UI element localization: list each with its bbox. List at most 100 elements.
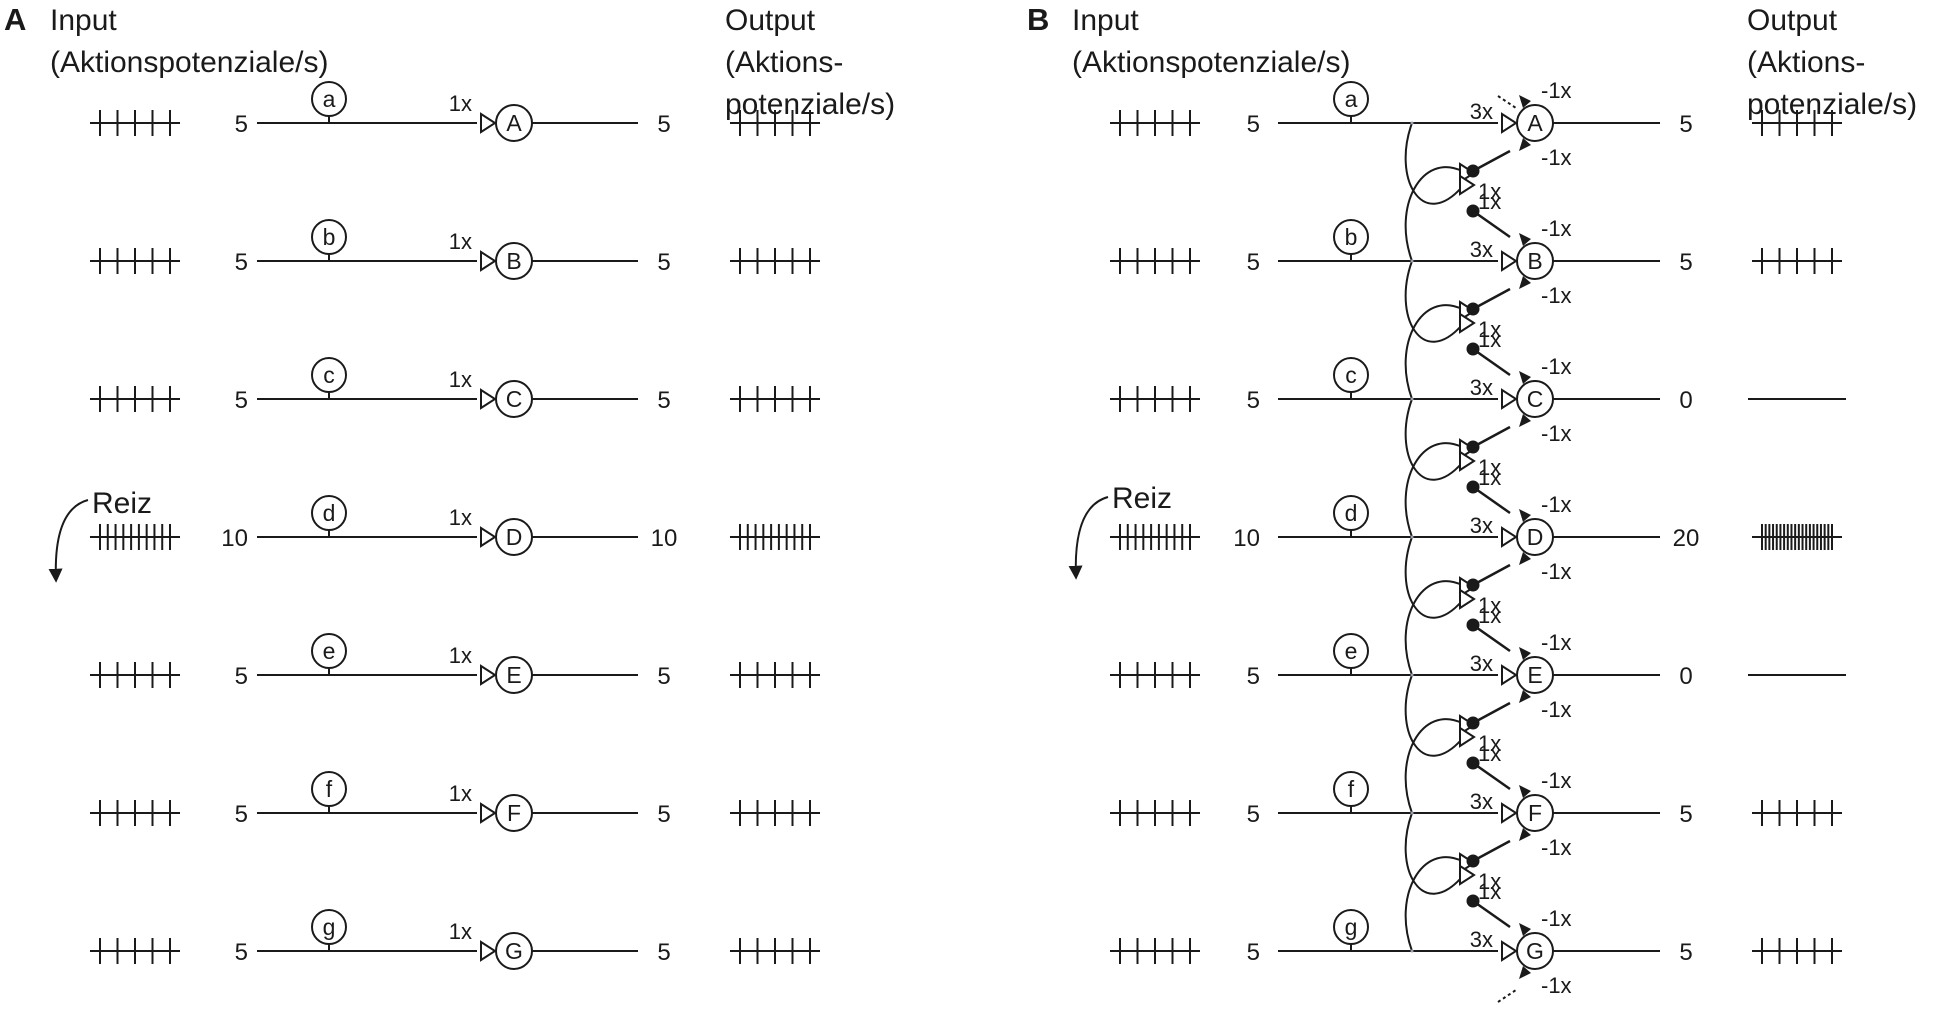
input-neuron-circle xyxy=(311,219,347,255)
lateral-weight-label: 1x xyxy=(1478,731,1501,756)
collateral-branch-point xyxy=(1410,397,1414,401)
output-neuron-label: C xyxy=(506,386,523,412)
input-rate-label: 5 xyxy=(235,387,248,414)
inhibitory-projection xyxy=(1472,287,1511,311)
inhibitory-synapse-top xyxy=(1519,95,1531,108)
excitatory-synapse xyxy=(1501,112,1518,134)
panel-a-output-subtitle-1: (Aktions- xyxy=(725,46,843,79)
collateral-arc-up xyxy=(1404,304,1463,400)
interneuron-excitatory-synapse xyxy=(1459,726,1476,748)
inhibitory-synapse-bottom xyxy=(1519,414,1531,427)
inhibitory-projection xyxy=(1472,425,1511,449)
input-neuron-label: f xyxy=(1348,776,1355,802)
input-neuron-circle xyxy=(1333,495,1369,531)
input-rate-label: 5 xyxy=(1247,249,1260,276)
output-neuron-label: F xyxy=(1528,800,1542,826)
output-rate-label: 5 xyxy=(657,111,670,138)
output-neuron-label: C xyxy=(1527,386,1544,412)
input-rate-label: 5 xyxy=(235,801,248,828)
inhibitory-weight-label-top: -1x xyxy=(1541,354,1572,379)
panel-a: A Input (Aktionspotenziale/s) Output (Ak… xyxy=(4,2,895,970)
output-spike-train xyxy=(1752,524,1842,550)
input-neuron-label: b xyxy=(323,224,336,250)
input-neuron-circle xyxy=(311,81,347,117)
inhibitory-projection xyxy=(1472,701,1511,725)
inhibitory-weight-label-top: -1x xyxy=(1541,216,1572,241)
excitatory-synapse xyxy=(480,940,497,962)
output-neuron-label: D xyxy=(506,524,523,550)
panel-b-stimulus-label: Reiz xyxy=(1112,482,1172,515)
output-neuron-label: D xyxy=(1527,524,1544,550)
input-neuron-label: e xyxy=(1345,638,1358,664)
excitatory-synapse xyxy=(1501,940,1518,962)
excitatory-synapse xyxy=(480,112,497,134)
inhibitory-synapse-bottom xyxy=(1519,690,1531,703)
input-neuron-label: a xyxy=(323,86,336,112)
input-spike-train xyxy=(90,662,180,688)
synapse-weight-label: 1x xyxy=(449,919,472,944)
input-neuron-circle xyxy=(311,633,347,669)
panel-b-stimulus-arrow xyxy=(1068,496,1109,580)
output-spike-train xyxy=(730,524,820,550)
collateral-branch-point xyxy=(1410,535,1414,539)
inhibitory-synapse-bottom xyxy=(1519,276,1531,289)
collateral-arc-up xyxy=(1404,166,1463,262)
input-neuron-label: g xyxy=(323,914,336,940)
input-spike-train xyxy=(90,248,180,274)
input-neuron-circle xyxy=(311,771,347,807)
panel-a-output-title: Output xyxy=(725,4,816,37)
collateral-arc-down xyxy=(1404,812,1463,895)
interneuron-excitatory-synapse xyxy=(1459,174,1476,196)
input-rate-label: 5 xyxy=(235,111,248,138)
interneuron-excitatory-synapse xyxy=(1459,864,1476,886)
input-spike-train xyxy=(1110,938,1200,964)
inhibitory-synapse-top xyxy=(1519,647,1531,660)
input-neuron-label: f xyxy=(326,776,333,802)
input-neuron-label: c xyxy=(1345,362,1357,388)
input-rate-label: 10 xyxy=(221,525,248,552)
output-spike-train xyxy=(730,110,820,136)
edge-dashed-connection-bottom xyxy=(1497,989,1517,1003)
input-neuron-circle xyxy=(1333,909,1369,945)
lateral-weight-label: 1x xyxy=(1478,317,1501,342)
input-neuron-label: c xyxy=(323,362,335,388)
collateral-arc-down xyxy=(1404,398,1463,481)
excitatory-synapse xyxy=(480,250,497,272)
collateral-arc-up xyxy=(1404,718,1463,814)
output-neuron-label: B xyxy=(506,248,521,274)
input-rate-label: 5 xyxy=(1247,939,1260,966)
input-rate-label: 5 xyxy=(235,663,248,690)
inhibitory-projection xyxy=(1472,209,1511,239)
synapse-weight-label: 3x xyxy=(1470,927,1493,952)
output-rate-label: 5 xyxy=(657,663,670,690)
input-neuron-circle xyxy=(311,357,347,393)
inhibitory-weight-label-top: -1x xyxy=(1541,768,1572,793)
lateral-weight-label: 1x xyxy=(1478,465,1501,490)
input-spike-train xyxy=(90,938,180,964)
synapse-weight-label: 1x xyxy=(449,643,472,668)
inhibitory-weight-label-top: -1x xyxy=(1541,906,1572,931)
inhibitory-synapse-bottom xyxy=(1519,552,1531,565)
panel-a-input-subtitle: (Aktionspotenziale/s) xyxy=(50,46,328,79)
input-neuron-circle xyxy=(1333,771,1369,807)
synapse-weight-label: 1x xyxy=(449,91,472,116)
panel-a-letter: A xyxy=(4,2,26,37)
inhibitory-projection xyxy=(1472,563,1511,587)
excitatory-synapse xyxy=(480,802,497,824)
output-rate-label: 5 xyxy=(1679,249,1692,276)
output-rate-label: 10 xyxy=(651,525,678,552)
excitatory-synapse xyxy=(1501,664,1518,686)
collateral-branch-point xyxy=(1410,811,1414,815)
collateral-branch-point xyxy=(1410,673,1414,677)
output-rate-label: 5 xyxy=(1679,939,1692,966)
synapse-weight-label: 3x xyxy=(1470,651,1493,676)
lateral-weight-label: 1x xyxy=(1478,603,1501,628)
inhibitory-projection xyxy=(1472,347,1511,377)
excitatory-synapse xyxy=(480,664,497,686)
collateral-arc-down xyxy=(1404,536,1463,619)
